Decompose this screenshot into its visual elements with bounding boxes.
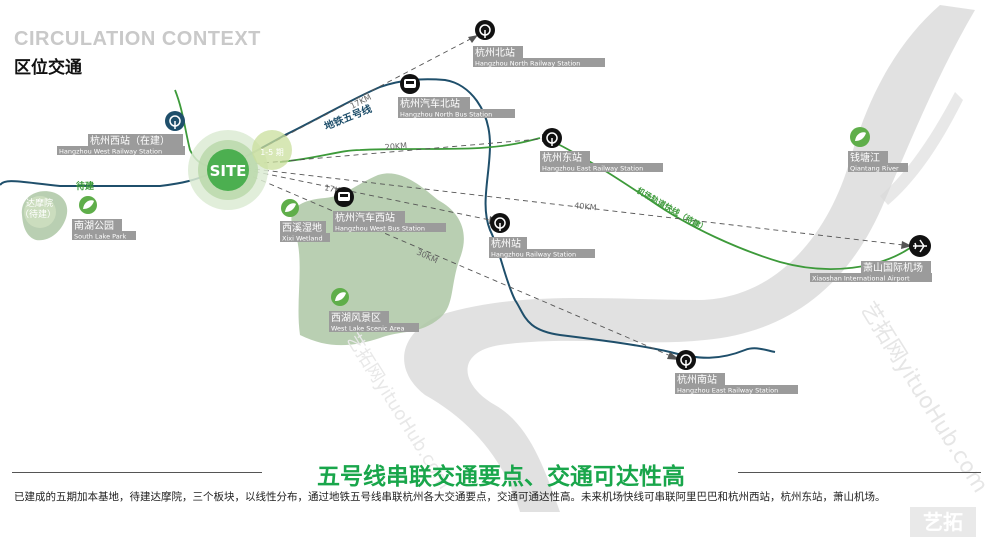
site-label: SITE: [210, 162, 247, 180]
airport-express-label: 机场轨道快线（待建）: [635, 185, 709, 234]
south-rail-en: Hangzhou East Railway Station: [677, 387, 778, 395]
xixi-en: Xixi Wetland: [282, 235, 323, 243]
north-bus-cn: 杭州汽车北站: [400, 97, 460, 110]
westlake-cn: 西湖风景区: [331, 312, 381, 324]
west-rail-icon[interactable]: [165, 111, 185, 131]
airport-express-line: [549, 139, 911, 270]
hz-rail-cn: 杭州站: [491, 237, 521, 250]
south-rail-icon[interactable]: [676, 350, 696, 370]
headline-rule-left: [12, 472, 262, 473]
east-rail-icon[interactable]: [542, 128, 562, 148]
nanhu-en: South Lake Park: [74, 233, 126, 241]
north-rail-cn: 杭州北站: [475, 46, 515, 59]
hz-rail-icon[interactable]: [490, 213, 510, 233]
xixi-cn: 西溪湿地: [282, 221, 322, 234]
damo-marker[interactable]: [24, 196, 56, 228]
headline-rule-right: [738, 472, 981, 473]
headline-bar: 五号线串联交通要点、交通可达性高: [0, 457, 993, 490]
west-rail-cn: 杭州西站（在建）: [90, 134, 170, 147]
north-bus-en: Hangzhou North Bus Station: [400, 111, 492, 119]
phase-label: 1-5 期: [260, 148, 284, 157]
watermark-logo: 艺拓: [910, 507, 976, 537]
east-rail-en: Hangzhou East Railway Station: [542, 165, 643, 173]
damo-cn-2: （待建）: [20, 208, 56, 220]
north-bus-icon[interactable]: [400, 74, 420, 94]
xiaoshan-en: Xiaoshan International Airport: [812, 275, 910, 283]
airport-icon[interactable]: [909, 235, 931, 257]
west-bus-cn: 杭州汽车西站: [335, 211, 395, 224]
nanhu-cn: 南湖公园: [74, 219, 114, 232]
nanhu-leaf-icon: [79, 196, 97, 214]
river-branch: [880, 92, 963, 205]
qiantang-river: [404, 5, 975, 512]
north-rail-icon[interactable]: [475, 20, 495, 40]
labels: 杭州北站 Hangzhou North Railway Station 杭州汽车…: [20, 46, 932, 395]
qiantang-leaf-icon: [850, 127, 870, 147]
westlake-en: West Lake Scenic Area: [331, 325, 404, 333]
daijian-label: 待建: [76, 180, 95, 192]
distance-40km: 40KM: [574, 201, 597, 212]
title-en: CIRCULATION CONTEXT: [14, 28, 261, 50]
qiantang-en: Qiantang River: [850, 165, 899, 173]
hz-rail-en: Hangzhou Railway Station: [491, 251, 576, 259]
phase-marker[interactable]: [252, 130, 292, 170]
west-rail-en: Hangzhou West Railway Station: [59, 148, 162, 156]
west-bus-en: Hangzhou West Bus Station: [335, 225, 425, 233]
distance-20km: 20KM: [384, 141, 407, 152]
xiaoshan-cn: 萧山国际机场: [863, 261, 923, 274]
description-text: 已建成的五期加本基地，待建达摩院，三个板块，以线性分布，通过地铁五号线串联杭州各…: [14, 491, 886, 503]
north-rail-en: Hangzhou North Railway Station: [475, 60, 580, 68]
south-rail-cn: 杭州南站: [677, 373, 717, 386]
west-bus-icon[interactable]: [334, 187, 354, 207]
east-rail-cn: 杭州东站: [542, 151, 582, 164]
xixi-leaf-icon: [281, 199, 299, 217]
headline-text: 五号线串联交通要点、交通可达性高: [317, 464, 685, 490]
green-rail-east: [279, 137, 541, 163]
site-marker[interactable]: [207, 149, 249, 191]
title-cn: 区位交通: [14, 58, 82, 78]
qiantang-cn: 钱塘江: [850, 151, 880, 164]
metro5-label: 地铁五号线: [322, 102, 373, 133]
damo-cn-1: 达摩院: [26, 197, 53, 209]
westlake-leaf-icon: [331, 288, 349, 306]
